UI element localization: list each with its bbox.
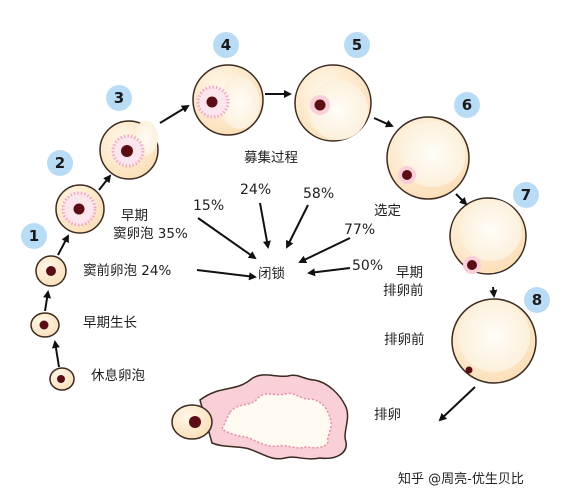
follicle-stage-1 — [49, 367, 75, 391]
percent-24: 24% — [240, 182, 272, 198]
follicle-stage-3 — [35, 255, 67, 287]
label-early-antral-line2: 窦卵泡 35% — [113, 226, 188, 242]
stage-badge-1: 1 — [21, 223, 47, 249]
stage-badge-5: 5 — [344, 32, 370, 58]
label-atresia: 闭锁 — [258, 266, 285, 282]
follicle-stage-8 — [386, 116, 470, 200]
stage-badge-6: 6 — [454, 92, 480, 118]
stage-badge-8: 8 — [524, 287, 550, 313]
follicle-stage-5 — [99, 120, 159, 180]
follicle-stage-2 — [30, 312, 60, 338]
label-preovulatory: 排卵前 — [384, 332, 425, 348]
label-recruitment: 募集过程 — [244, 150, 298, 166]
percent-15: 15% — [193, 198, 225, 214]
label-early-antral-line1: 早期 — [121, 208, 148, 224]
percent-77: 77% — [344, 222, 376, 238]
ovulation-follicle — [171, 374, 349, 460]
stage-badge-3: 3 — [106, 85, 132, 111]
label-ovulation: 排卵 — [374, 407, 401, 423]
label-resting-follicle: 休息卵泡 — [91, 368, 145, 384]
follicle-stage-6 — [192, 64, 264, 136]
follicle-stage-7 — [294, 64, 372, 142]
percent-58: 58% — [303, 186, 335, 202]
label-early-preovulatory-line1: 早期 — [396, 265, 423, 281]
label-selected: 选定 — [374, 203, 401, 219]
percent-50: 50% — [352, 258, 384, 274]
label-early-preovulatory-line2: 排卵前 — [383, 283, 424, 299]
label-early-growth: 早期生长 — [83, 315, 137, 331]
watermark-text: 知乎 @周亮-优生贝比 — [398, 472, 524, 487]
follicle-stage-10 — [451, 298, 537, 384]
label-preantral: 窦前卵泡 24% — [83, 263, 172, 279]
stage-badge-7: 7 — [513, 182, 539, 208]
follicle-stage-9 — [449, 197, 527, 275]
atresia-arrows — [196, 202, 351, 281]
stage-badge-2: 2 — [47, 150, 73, 176]
follicle-stage-4 — [55, 184, 105, 234]
stage-badge-4: 4 — [213, 32, 239, 58]
progression-arrows — [43, 90, 498, 422]
